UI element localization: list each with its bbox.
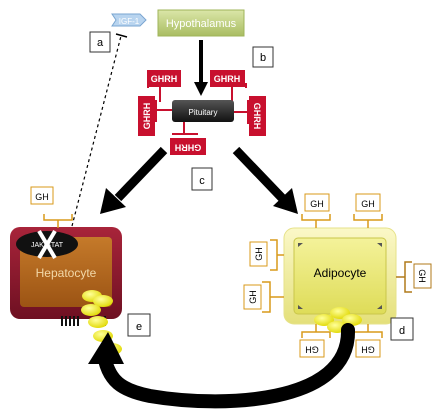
hepatocyte-gh-receptor: GH — [30, 186, 73, 228]
callout-b: b — [252, 46, 274, 68]
ghrh-label-top-right: GHRH — [214, 74, 241, 84]
ghrh-label-left: GHRH — [142, 103, 152, 130]
adipocyte-gh-label-left-lower: GH — [248, 290, 258, 304]
adipocyte-gh-receptor-top-right: GH — [353, 193, 383, 228]
adipocyte-gh-receptor-left-lower: GH — [243, 281, 284, 313]
igf1-node: IGF-1 — [111, 13, 147, 27]
callout-d: d — [390, 317, 414, 341]
adipocyte-gh-label-bottom-left: GH — [305, 345, 319, 355]
adipocyte-to-hepatocyte-arrow — [88, 323, 356, 409]
callout-c-label: c — [199, 175, 205, 187]
ghrh-receptor-top-right: GHRH — [210, 70, 247, 102]
ghrh-receptor-right: GHRH — [232, 96, 266, 136]
hypothalamus-node: Hypothalamus — [157, 9, 245, 37]
adipocyte-gh-label-top-left: GH — [310, 199, 324, 209]
callout-d-label: d — [399, 325, 405, 337]
igf1-label: IGF-1 — [119, 17, 140, 26]
adipocyte-corner-marks — [298, 243, 382, 309]
adipocyte-gh-receptor-left-upper: GH — [249, 239, 284, 271]
ghrh-receptor-bottom: GHRH — [170, 118, 206, 155]
pituitary-node: Pituitary — [172, 100, 234, 122]
adipocyte-gh-label-left-upper: GH — [254, 247, 264, 261]
ghrh-label-right: GHRH — [252, 103, 262, 130]
adipocyte-gh-label-top-right: GH — [361, 199, 375, 209]
adipocyte-gh-label-right: GH — [417, 269, 427, 283]
adipocyte-gh-receptor-bottom-right: GH — [353, 324, 383, 358]
callout-b-label: b — [260, 52, 266, 64]
hepatocyte-label: Hepatocyte — [36, 266, 97, 280]
pituitary-to-adipocyte-arrow — [232, 146, 298, 214]
hypothalamus-label: Hypothalamus — [166, 18, 237, 30]
jak-stat-blocked: JAK-STAT — [16, 229, 78, 260]
ghrh-receptor-top-left: GHRH — [147, 70, 181, 102]
hypothalamus-to-pituitary-arrow — [194, 40, 208, 96]
ghrh-label-bottom: GHRH — [175, 143, 202, 153]
block-x-icon — [37, 229, 57, 260]
adipocyte-gh-receptor-top-left: GH — [301, 193, 331, 228]
callout-c: c — [191, 167, 213, 191]
callout-e: e — [127, 313, 151, 337]
adipocyte-gh-receptor-right: GH — [396, 261, 432, 293]
ghrh-label-top-left: GHRH — [151, 74, 178, 84]
callout-a: a — [89, 31, 111, 53]
hepatocyte-gh-label: GH — [35, 192, 49, 202]
adipocyte-label: Adipocyte — [314, 266, 367, 280]
callout-e-label: e — [136, 321, 142, 333]
pituitary-to-hepatocyte-arrow — [100, 146, 168, 214]
callout-a-label: a — [97, 37, 104, 49]
adipocyte-cell: Adipocyte — [283, 227, 397, 325]
adipocyte-gh-label-bottom-right: GH — [361, 345, 375, 355]
adipocyte-gh-receptor-bottom-left: GH — [299, 324, 331, 358]
igf1-feedback-line — [71, 33, 128, 227]
ghrh-receptor-left: GHRH — [138, 96, 172, 136]
pituitary-label: Pituitary — [189, 108, 218, 117]
